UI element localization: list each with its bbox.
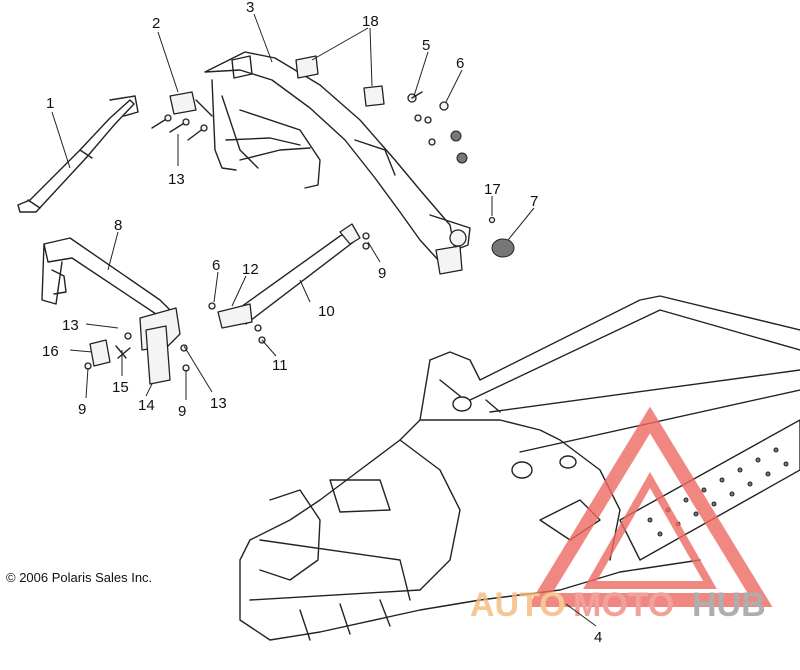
part-10-support-rod	[208, 223, 370, 344]
callout-18: 18	[362, 13, 379, 30]
hardware-5-6	[407, 91, 468, 164]
callout-10: 10	[318, 303, 335, 320]
part-3-upper-frame	[204, 51, 471, 275]
part-1-support-bar	[17, 95, 139, 213]
callout-12: 12	[242, 261, 259, 278]
callout-11: 11	[272, 357, 288, 374]
watermark-inner-triangle	[583, 471, 717, 589]
callout-1: 1	[46, 95, 54, 112]
callout-5: 5	[422, 37, 430, 54]
callout-2: 2	[152, 15, 160, 32]
part-2-pin	[169, 91, 213, 117]
part-17-7-cap	[488, 216, 515, 258]
part-8-crossbar	[41, 237, 181, 385]
callout-8: 8	[114, 217, 122, 234]
callout-9c: 9	[178, 403, 186, 420]
watermark-triangle	[527, 406, 773, 607]
watermark-auto: AUTO	[470, 586, 566, 624]
callout-14: 14	[138, 397, 155, 414]
parts-15-16-brackets	[84, 332, 190, 372]
callout-13b: 13	[62, 317, 79, 334]
callout-7: 7	[530, 193, 538, 210]
watermark-moto: MOTO	[573, 586, 674, 624]
automotohub-watermark: AUTO MOTO HUB	[470, 406, 773, 624]
callout-6: 6	[456, 55, 464, 72]
leader-lines	[51, 13, 597, 627]
bolts-13-upper	[151, 114, 208, 141]
callout-9b: 9	[78, 401, 86, 418]
running-board-holes	[647, 447, 789, 537]
callout-17: 17	[484, 181, 501, 198]
callout-labels: 1 2 3 18 5 6 13 17 7 8 6 12 9 10 13 16 1…	[42, 0, 602, 646]
callout-3: 3	[246, 0, 254, 16]
callout-9a: 9	[378, 265, 386, 282]
callout-16: 16	[42, 343, 59, 360]
callout-6b: 6	[212, 257, 220, 274]
part-4-chassis	[239, 295, 800, 641]
callout-13c: 13	[210, 395, 227, 412]
callout-4: 4	[594, 629, 602, 646]
callout-13: 13	[168, 171, 185, 188]
copyright-notice: © 2006 Polaris Sales Inc.	[6, 570, 152, 585]
part-18-rubber-blocks	[295, 55, 385, 107]
callout-15: 15	[112, 379, 129, 396]
watermark-hub: HUB	[692, 586, 766, 624]
